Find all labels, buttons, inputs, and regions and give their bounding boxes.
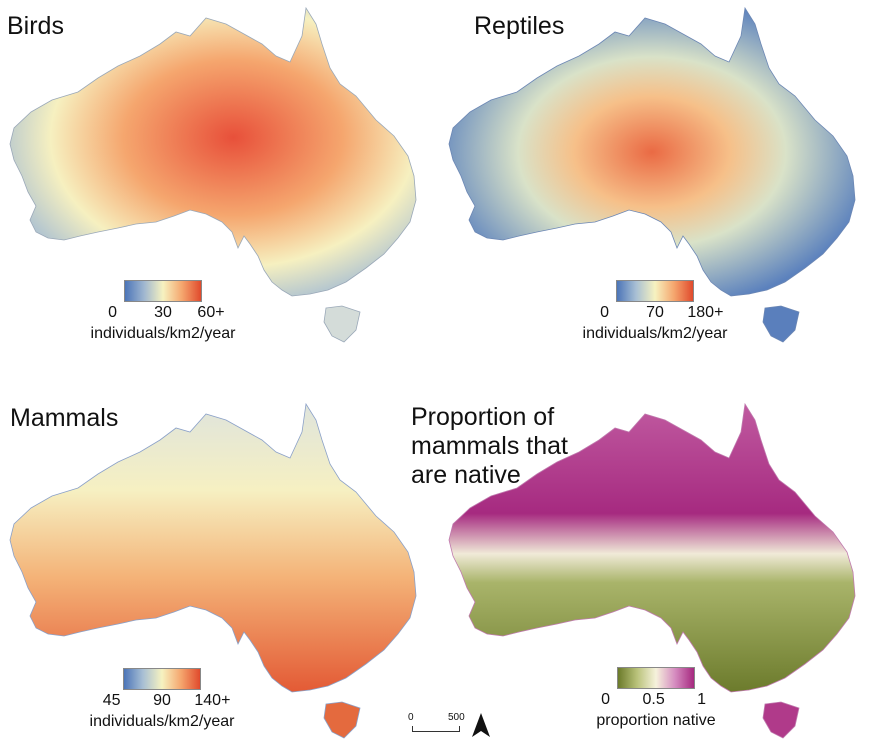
legend-ticks: 0 70 180+ <box>595 304 723 324</box>
legend-tick: 140+ <box>194 692 231 709</box>
legend-unit: individuals/km2/year <box>90 325 236 342</box>
legend-tick: 60+ <box>197 304 225 321</box>
legend-tick: 180+ <box>687 304 724 321</box>
birds-panel: Birds 0 30 60+ individuals/km2/year <box>0 0 439 370</box>
scale-start-label: 0 <box>408 712 414 723</box>
legend-ticks: 0 0.5 1 <box>596 691 716 711</box>
legend-tick: 0.5 <box>642 691 665 708</box>
legend: 45 90 140+ individuals/km2/year <box>72 668 252 731</box>
legend: 0 0.5 1 proportion native <box>566 667 746 730</box>
legend-tick: 0 <box>108 304 118 321</box>
legend-unit: proportion native <box>596 712 716 729</box>
mammals-panel: Mammals 45 90 140+ individuals/km2/year <box>0 370 439 740</box>
legend: 0 30 60+ individuals/km2/year <box>73 280 253 343</box>
color-ramp <box>617 667 695 689</box>
north-arrow-icon <box>472 713 490 737</box>
panel-title: Birds <box>7 12 64 40</box>
color-ramp <box>123 668 201 690</box>
legend-tick: 70 <box>646 304 664 321</box>
color-ramp <box>616 280 694 302</box>
native-panel: Proportion of mammals that are native 0 … <box>411 370 878 740</box>
scale-line <box>412 726 460 732</box>
scale-end-label: 500 <box>448 712 465 723</box>
color-ramp <box>124 280 202 302</box>
legend: 0 70 180+ individuals/km2/year <box>565 280 745 343</box>
panel-title: Proportion of mammals that are native <box>411 403 568 489</box>
legend-tick: 0 <box>600 304 610 321</box>
legend-unit: individuals/km2/year <box>582 325 728 342</box>
legend-tick: 30 <box>154 304 172 321</box>
legend-tick: 45 <box>102 692 121 709</box>
panel-title: Reptiles <box>474 12 565 40</box>
panel-title: Mammals <box>10 404 119 432</box>
legend-tick: 1 <box>697 691 707 708</box>
legend-ticks: 0 30 60+ <box>103 304 225 324</box>
legend-ticks: 45 90 140+ <box>102 692 231 712</box>
reptiles-panel: Reptiles 0 70 180+ individuals/km2/year <box>439 0 878 370</box>
legend-tick: 0 <box>601 691 611 708</box>
legend-unit: individuals/km2/year <box>89 713 235 730</box>
scale-bar: 0 500 <box>408 712 465 734</box>
legend-tick: 90 <box>153 692 171 709</box>
